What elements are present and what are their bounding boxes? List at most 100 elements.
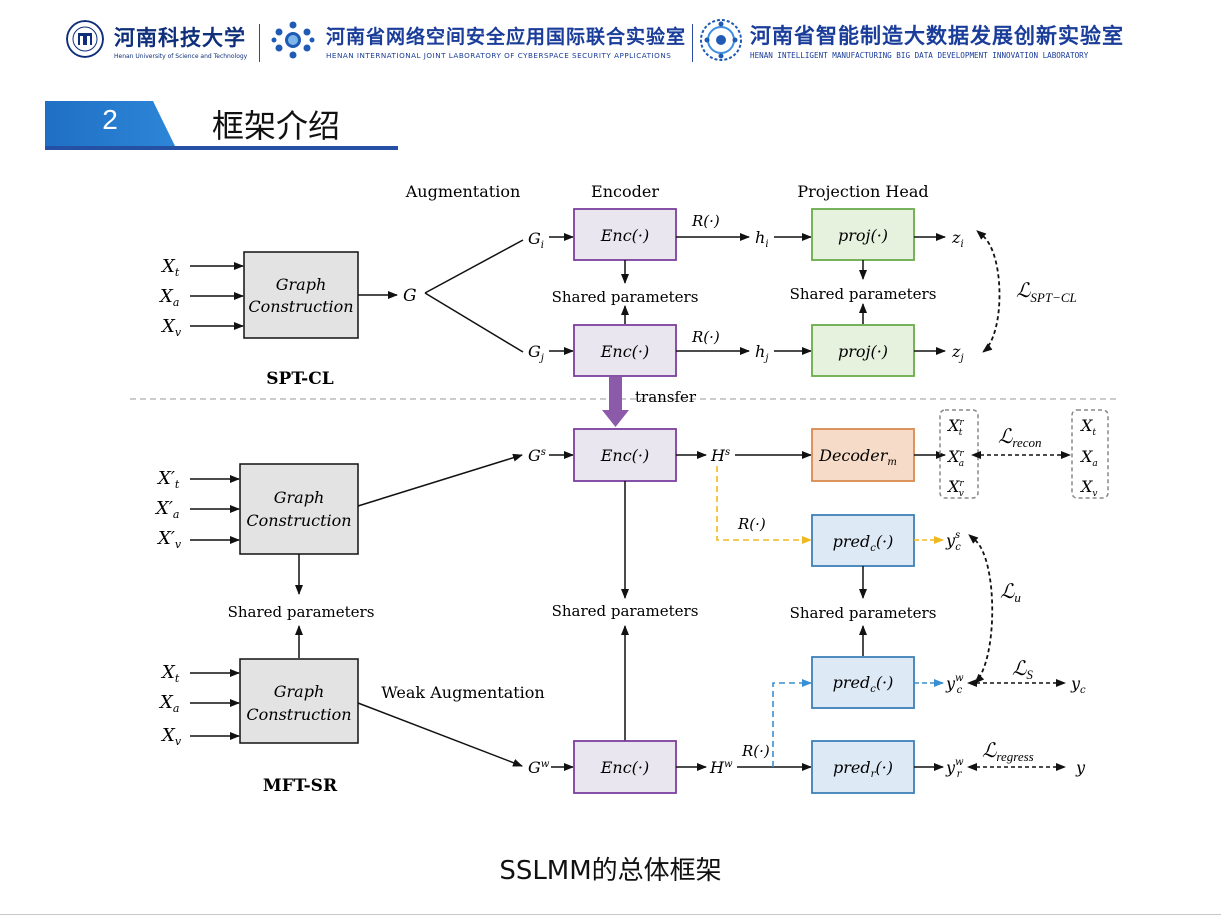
input-xa-label: Xa <box>158 286 179 309</box>
spt-cl-label: SPT-CL <box>266 369 333 389</box>
input-xa-label-mft: Xa <box>158 692 179 715</box>
pred-c-box-w <box>811 656 915 709</box>
cyberspace-lab-logo-icon <box>271 21 315 59</box>
y-label: y <box>1075 758 1086 777</box>
readout-label-i: R(·) <box>691 212 720 230</box>
pred-c-s-label: predc(·) <box>833 532 894 554</box>
hj-label: hj <box>755 342 768 364</box>
aug-branch-upper <box>424 239 524 294</box>
pred-c-w-label: predc(·) <box>833 673 894 695</box>
projection-i-label: proj(·) <box>838 226 888 245</box>
graph-construction-label-l1: Graph <box>274 682 325 701</box>
hi-label: hi <box>755 228 769 250</box>
graph-construction-label-l2: Construction <box>246 511 351 530</box>
hs-label: Hs <box>710 446 730 465</box>
manufacturing-lab-logo-icon <box>700 19 742 61</box>
transfer-label: transfer <box>635 388 697 406</box>
projection-head-heading: Projection Head <box>797 182 928 201</box>
xa-orig-label: Xa <box>1079 447 1098 469</box>
projection-box-i <box>811 208 915 261</box>
gi-label: Gi <box>528 229 544 251</box>
aug-branch-lower <box>424 292 524 353</box>
blue-dashed-path <box>772 679 812 767</box>
university-seal-icon <box>66 20 104 58</box>
shared-parameters-encoder-bottom: Shared parameters <box>552 602 699 620</box>
mft-sr-label: MFT-SR <box>263 776 338 796</box>
reconstructed-features-group <box>939 409 979 499</box>
encoder-box-s <box>573 428 677 482</box>
encoder-w-label: Enc(·) <box>600 758 650 777</box>
lab2-sub-name: HENAN INTELLIGENT MANUFACTURING BIG DATA… <box>750 51 1089 60</box>
graph-construction-box-mft-top <box>239 463 359 555</box>
input-xv-label: Xv <box>160 316 182 339</box>
encoder-s-label: Enc(·) <box>600 446 650 465</box>
decoder-label: Decoderm <box>818 446 897 468</box>
shared-parameters-encoder-top: Shared parameters <box>552 288 699 306</box>
bottom-rule <box>0 914 1221 915</box>
section-underline <box>45 146 398 150</box>
graph-construction-box-mft-bottom <box>239 658 359 744</box>
input-xt-label-mft: Xt <box>160 662 180 685</box>
augmentation-heading: Augmentation <box>405 182 521 201</box>
encoder-i-label: Enc(·) <box>600 226 650 245</box>
loss-s-label: ℒS <box>1012 658 1033 682</box>
loss-spt-cl-label: ℒSPT−CL <box>1016 280 1077 305</box>
zj-label: zj <box>951 342 964 364</box>
shared-parameters-projection: Shared parameters <box>790 285 937 303</box>
graph-construction-box-spt <box>243 251 359 339</box>
figure-caption: SSLMM的总体框架 <box>499 856 722 886</box>
gj-label: Gj <box>528 342 544 364</box>
loss-u-curve <box>968 534 994 684</box>
graph-construction-label-l2: Construction <box>246 705 351 724</box>
lab1-name: 河南省网络空间安全应用国际联合实验室 <box>326 26 687 48</box>
shared-parameters-pred: Shared parameters <box>790 604 937 622</box>
hw-label: Hw <box>709 758 733 777</box>
mft-sr-inputs: Xt Xa Xv <box>158 662 182 748</box>
input-xa-prime-label: X′a <box>154 498 179 521</box>
input-xt-label: Xt <box>160 256 180 279</box>
encoder-heading: Encoder <box>591 182 659 201</box>
yc-label: yc <box>1070 674 1086 696</box>
section-number: 2 <box>102 104 118 135</box>
shared-parameters-graph: Shared parameters <box>228 603 375 621</box>
loss-regress-label: ℒregress <box>982 740 1034 764</box>
yellow-dashed-path <box>716 466 812 544</box>
mft-sr-perturbed-inputs: X′t X′a X′v <box>154 468 182 551</box>
graph-construction-label-l1: Graph <box>274 488 325 507</box>
encoder-j-label: Enc(·) <box>600 342 650 361</box>
lab1-sub-name: HENAN INTERNATIONAL JOINT LABORATORY OF … <box>326 51 672 60</box>
arrow-graph-to-gs <box>357 453 523 507</box>
header-divider-2 <box>692 24 693 62</box>
g-label: G <box>403 286 417 306</box>
loss-recon-label: ℒrecon <box>998 426 1042 450</box>
university-name: 河南科技大学 <box>114 25 246 50</box>
transfer-arrow-shaft <box>609 377 622 412</box>
projection-box-j <box>811 324 915 377</box>
weak-augmentation-label: Weak Augmentation <box>381 683 544 702</box>
graph-construction-label-l1: Graph <box>276 275 327 294</box>
readout-label-w: R(·) <box>741 742 770 760</box>
graph-construction-label-l2: Construction <box>248 297 353 316</box>
university-sub-name: Henan University of Science and Technolo… <box>114 53 248 60</box>
section-title: 框架介绍 <box>212 107 341 145</box>
original-features: Xt Xa Xv <box>1079 416 1098 499</box>
xv-orig-label: Xv <box>1079 477 1097 499</box>
loss-u-label: ℒu <box>1000 581 1021 605</box>
arrow-graph-to-gw <box>357 702 523 767</box>
gw-label: Gw <box>528 758 550 777</box>
lab2-name: 河南省智能制造大数据发展创新实验室 <box>750 24 1124 48</box>
page-header: 河南科技大学 Henan University of Science and T… <box>0 0 1221 80</box>
pred-r-box <box>811 740 915 794</box>
section-tab-shape <box>45 101 175 146</box>
original-features-group <box>1071 409 1109 499</box>
loss-spt-cl-curve <box>976 230 1001 353</box>
gs-label: Gs <box>528 446 546 465</box>
